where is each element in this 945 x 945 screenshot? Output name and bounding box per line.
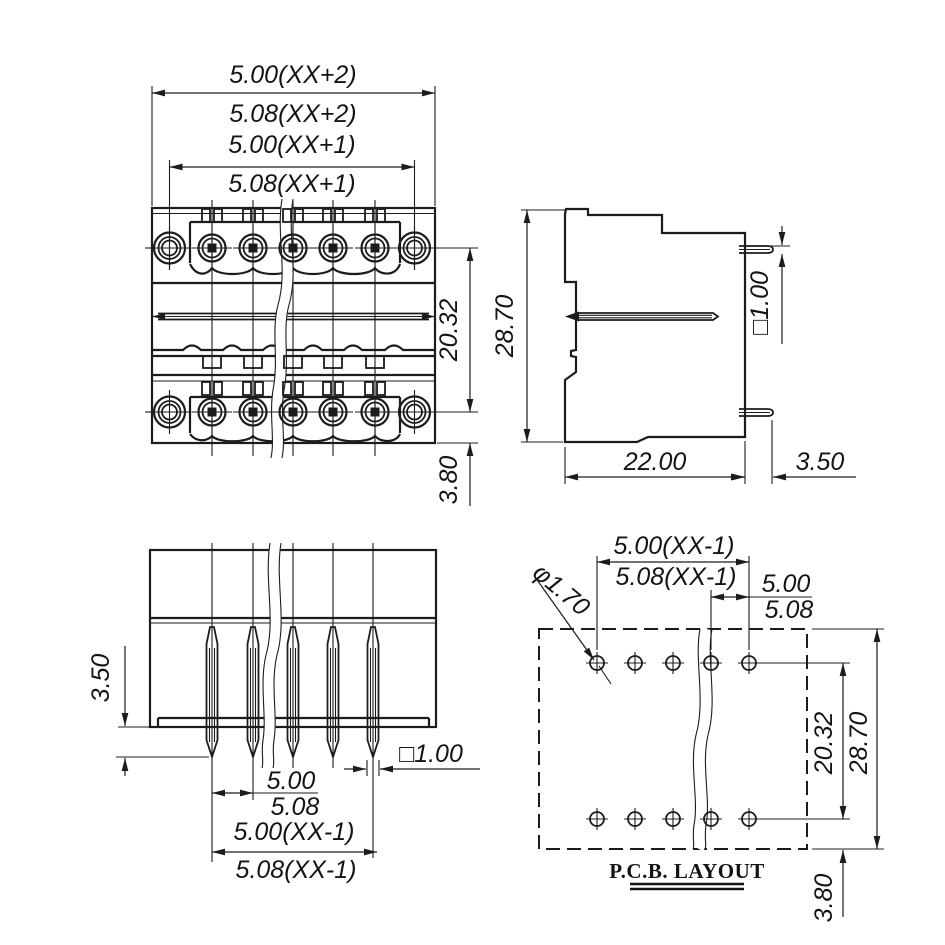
front-dim-width-outer: 5.00(XX+2): [229, 61, 356, 89]
pcb-dim-pitch-alt: 5.08: [765, 596, 814, 624]
side-view: 28.70 □1.00 22.00 3.50: [491, 207, 856, 484]
pcb-dim-height: 28.70: [845, 712, 873, 776]
front-dim-width-inner-alt: 5.08(XX+1): [228, 170, 355, 198]
bottom-dimensions: 3.50 □1.00 5.00 5.08 5.00(XX-1) 5.08(XX-…: [87, 646, 480, 884]
bottom-dim-span-alt: 5.08(XX-1): [236, 856, 357, 884]
front-dim-width-outer-alt: 5.08(XX+2): [229, 100, 356, 128]
side-dim-depth: 22.00: [623, 448, 687, 476]
front-dim-row-spacing: 20.32: [435, 299, 463, 363]
bottom-dim-pitch: 5.00: [267, 767, 316, 795]
bottom-dim-pin-protrusion: 3.50: [87, 654, 115, 703]
pcb-view: 5.00(XX-1) 5.08(XX-1) 5.00 5.08 φ1.70 20…: [527, 532, 884, 922]
pcb-dim-bottom-offset: 3.80: [810, 874, 838, 923]
pcb-dim-hole-dia: φ1.70: [527, 558, 595, 621]
pcb-dim-span-alt: 5.08(XX-1): [616, 563, 737, 591]
side-dim-pin-square: □1.00: [746, 271, 774, 335]
pcb-dim-pitch: 5.00: [762, 570, 811, 598]
pcb-holes: [585, 651, 761, 831]
bottom-view: 3.50 □1.00 5.00 5.08 5.00(XX-1) 5.08(XX-…: [87, 542, 480, 884]
pcb-dim-row-spacing: 20.32: [810, 712, 838, 776]
bottom-break-line: [261, 542, 271, 769]
bottom-dim-pin-square: □1.00: [399, 740, 463, 768]
pcb-break-line: [692, 628, 701, 850]
front-dim-width-inner: 5.00(XX+1): [228, 131, 355, 159]
pcb-dim-span: 5.00(XX-1): [614, 532, 735, 560]
front-dimensions: 5.00(XX+2) 5.08(XX+2) 5.00(XX+1) 5.08(XX…: [151, 61, 478, 506]
front-body-outline: [150, 206, 437, 445]
front-dim-bottom-offset: 3.80: [435, 456, 463, 505]
side-dim-pin-length: 3.50: [796, 448, 845, 476]
side-dim-height: 28.70: [491, 295, 519, 359]
bottom-dim-pitch-alt: 5.08: [271, 793, 320, 821]
side-dimensions: 28.70 □1.00 22.00 3.50: [491, 209, 856, 484]
pcb-caption: P.C.B. LAYOUT: [609, 859, 765, 883]
pcb-board-outline: [538, 628, 808, 850]
front-view: 5.00(XX+2) 5.08(XX+2) 5.00(XX+1) 5.08(XX…: [145, 61, 478, 506]
side-body-outline: [563, 207, 747, 444]
bottom-dim-span: 5.00(XX-1): [234, 818, 355, 846]
